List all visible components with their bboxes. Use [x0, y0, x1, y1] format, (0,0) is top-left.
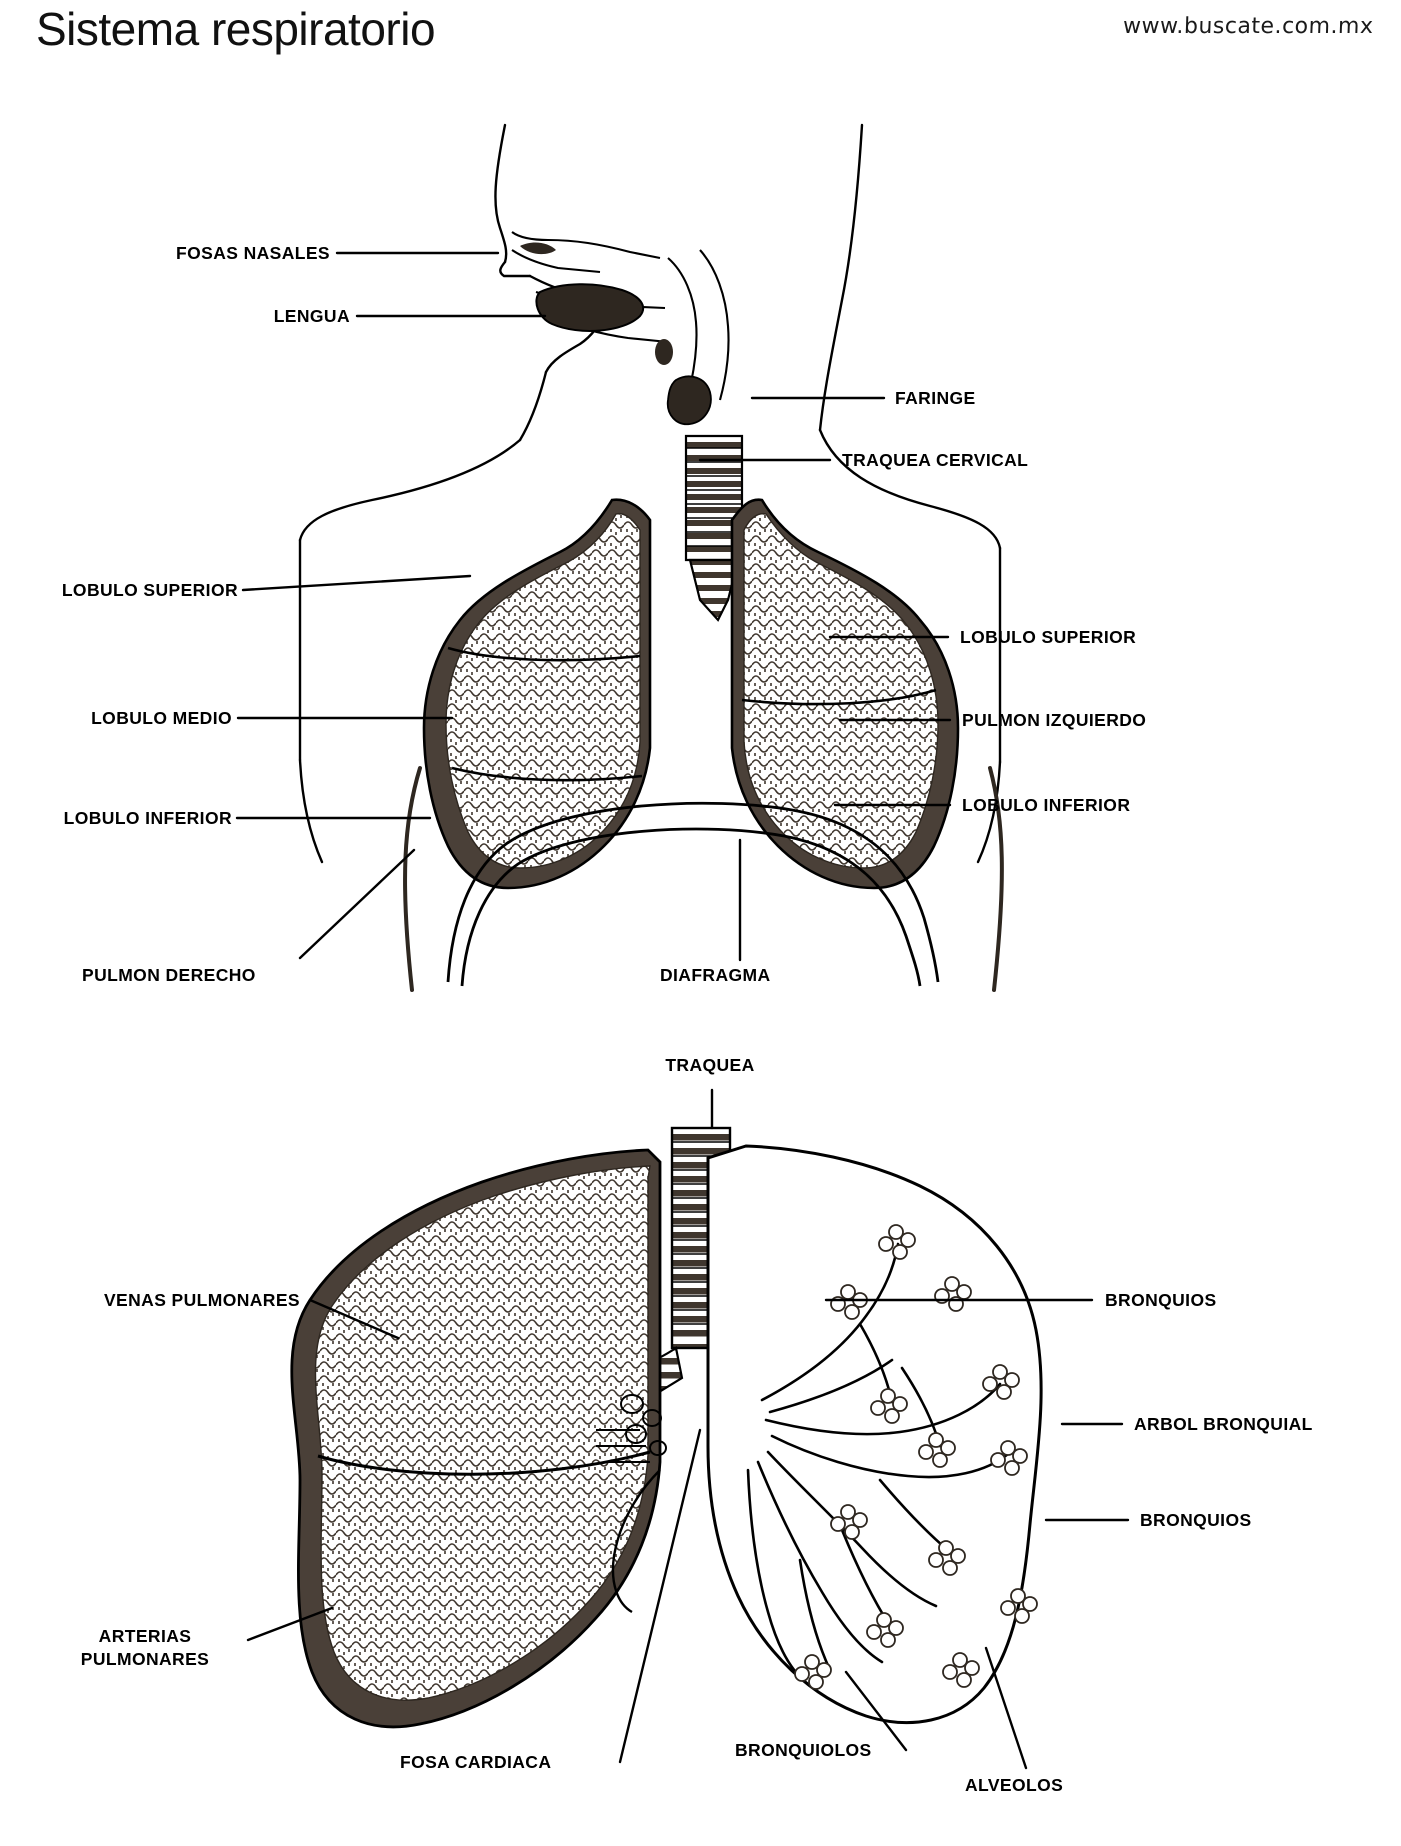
label-traquea-cervical: TRAQUEA CERVICAL — [842, 450, 1029, 470]
label-arterias-pulmonares-line1: ARTERIAS — [98, 1626, 192, 1646]
label-pulmon-izquierdo: PULMON IZQUIERDO — [962, 710, 1147, 730]
label-lobulo-inferior-derecho: LOBULO INFERIOR — [63, 808, 232, 828]
label-lobulo-medio: LOBULO MEDIO — [91, 708, 232, 728]
label-faringe: FARINGE — [895, 388, 976, 408]
label-fosas-nasales: FOSAS NASALES — [176, 243, 330, 263]
label-fosa-cardiaca: FOSA CARDIACA — [400, 1752, 552, 1772]
label-lobulo-inferior-izquierdo: LOBULO INFERIOR — [962, 795, 1131, 815]
label-arbol-bronquial: ARBOL BRONQUIAL — [1134, 1414, 1313, 1434]
label-diafragma: DIAFRAGMA — [660, 965, 771, 985]
label-bronquios-superior: BRONQUIOS — [1105, 1290, 1217, 1310]
label-bronquiolos: BRONQUIOLOS — [735, 1740, 872, 1760]
label-arterias-pulmonares-line2: PULMONARES — [80, 1648, 210, 1669]
label-alveolos: ALVEOLOS — [965, 1775, 1064, 1795]
page-title: Sistema respiratorio — [36, 3, 436, 55]
label-lobulo-superior-izquierdo: LOBULO SUPERIOR — [960, 627, 1137, 647]
label-bronquios-inferior: BRONQUIOS — [1140, 1510, 1252, 1530]
label-venas-pulmonares: VENAS PULMONARES — [103, 1290, 300, 1310]
label-arterias-pulmonares: ARTERIAS PULMONARES — [40, 1625, 250, 1671]
label-pulmon-derecho: PULMON DERECHO — [82, 965, 256, 985]
site-watermark: www.buscate.com.mx — [1122, 14, 1374, 39]
label-lengua: LENGUA — [273, 306, 350, 326]
label-lobulo-superior-derecho: LOBULO SUPERIOR — [61, 580, 238, 600]
label-traquea: TRAQUEA — [665, 1055, 755, 1075]
